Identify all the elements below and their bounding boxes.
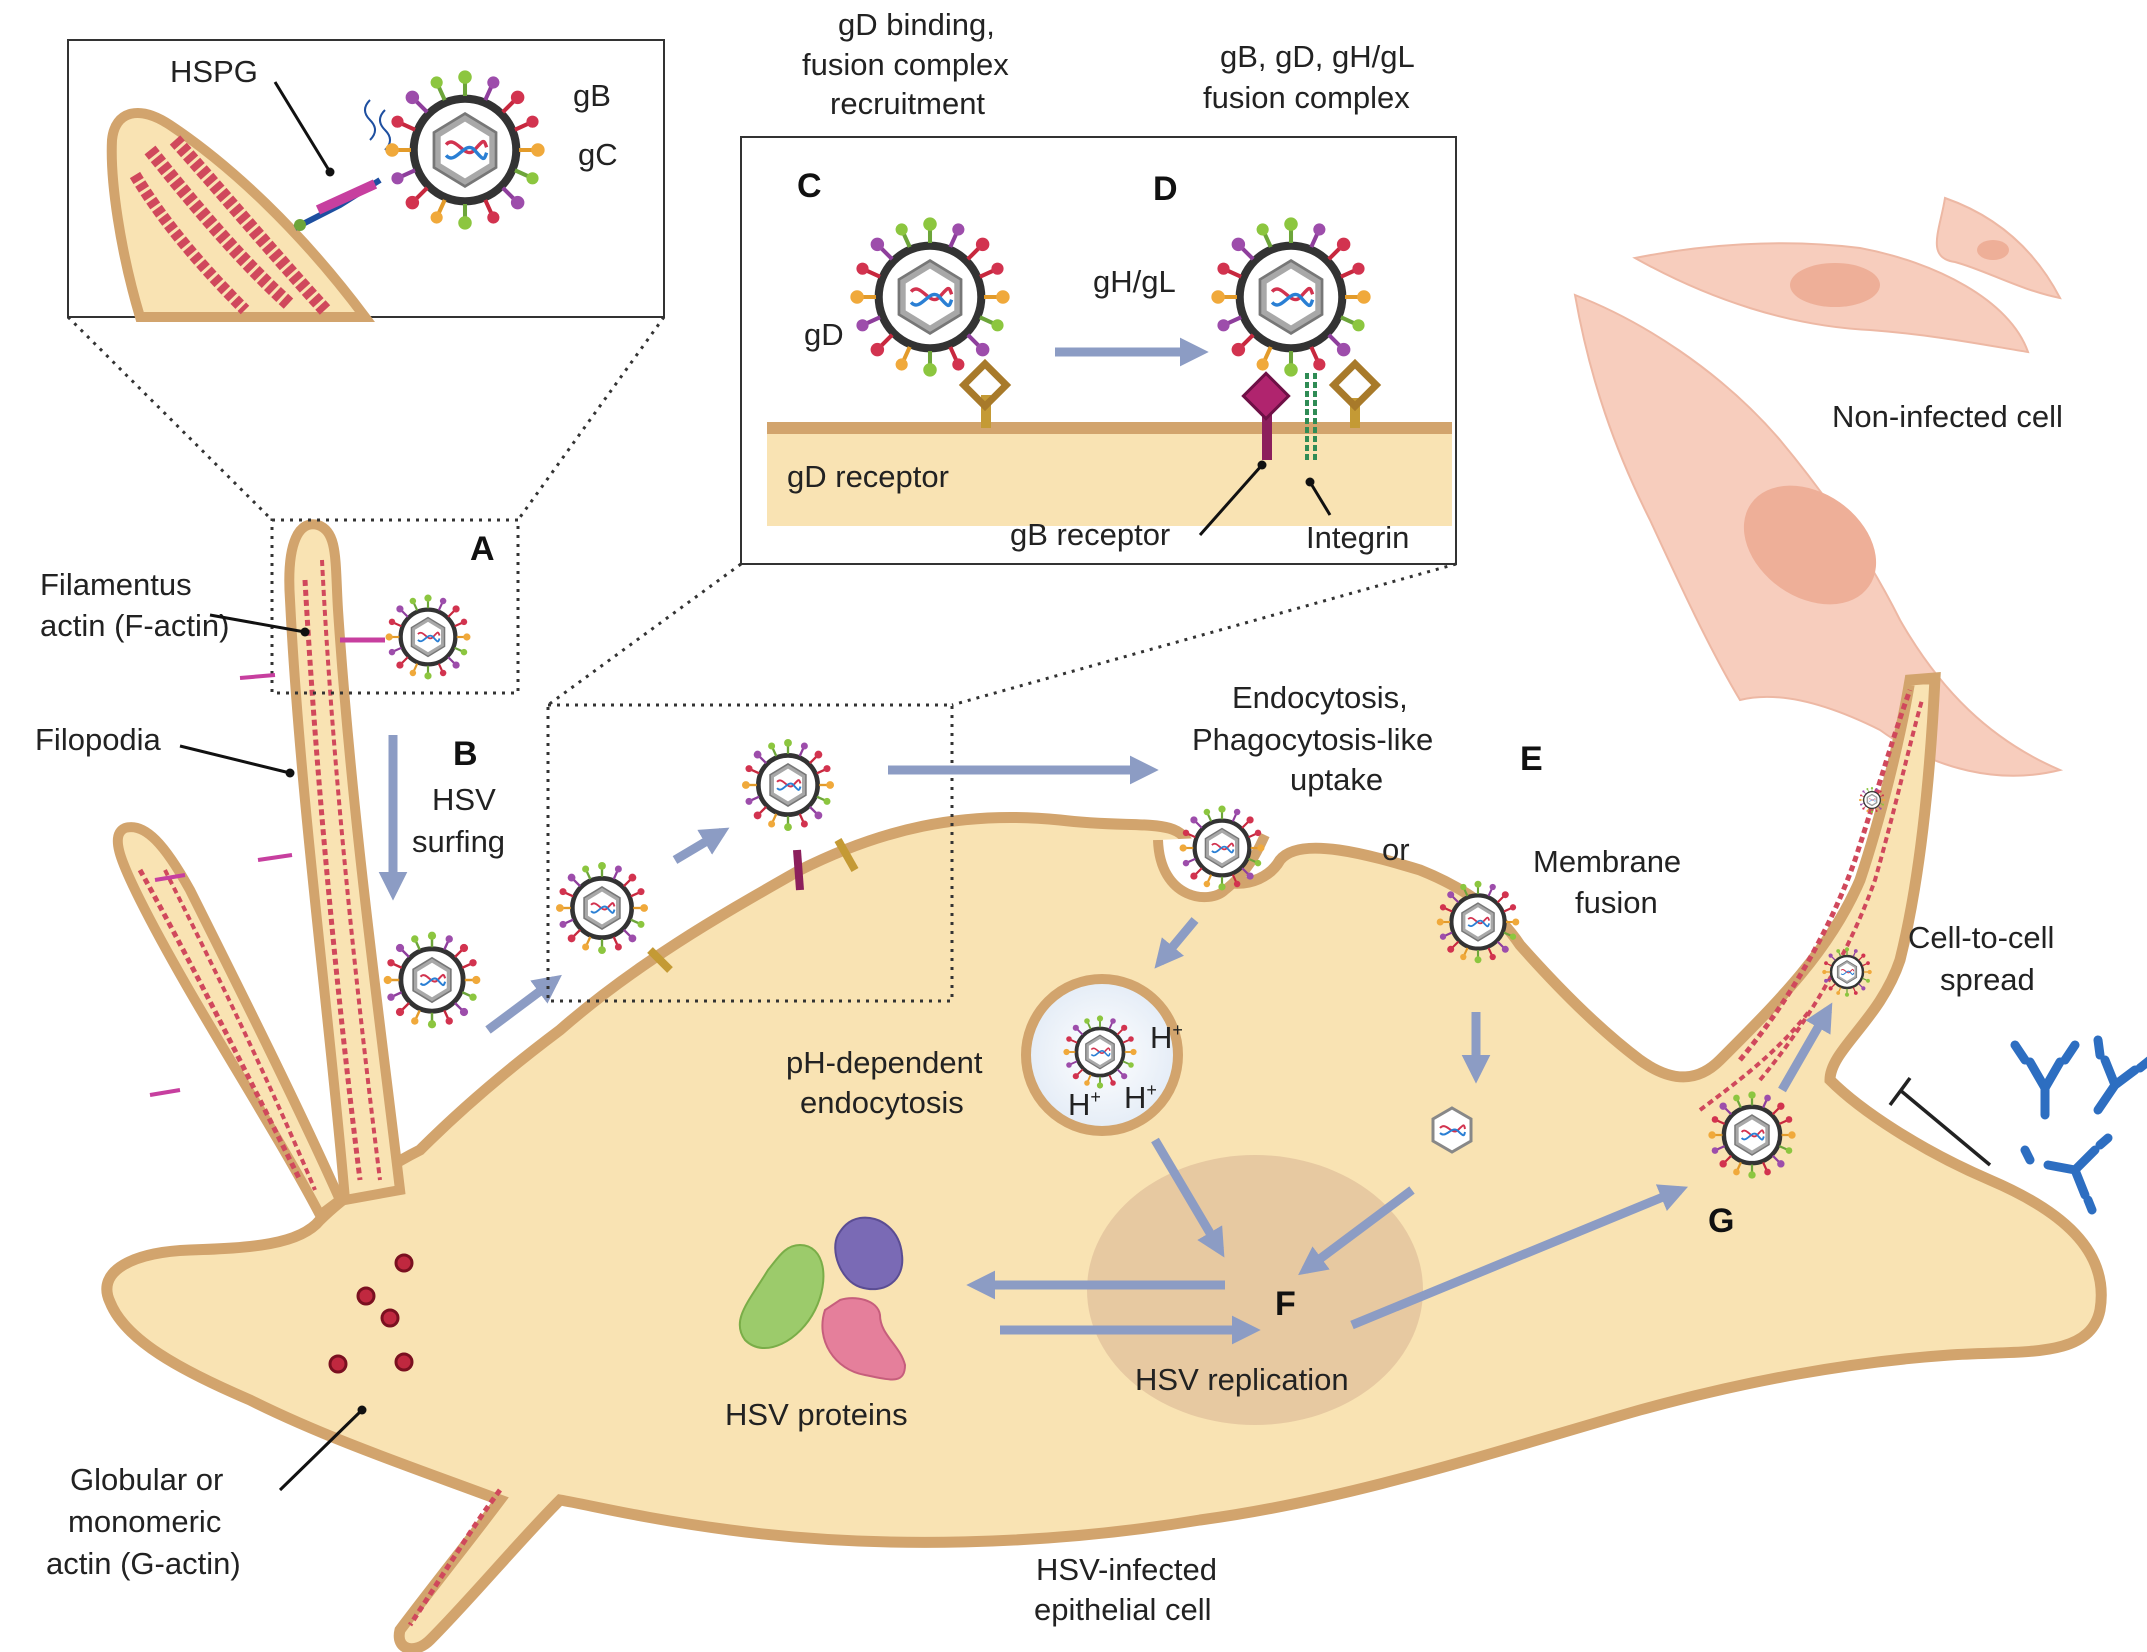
endo-label-line1: Endocytosis, (1232, 680, 1408, 715)
g-actin-monomers (328, 1253, 414, 1374)
hspg-label: HSPG (170, 54, 258, 89)
integrin-leader (1305, 477, 1332, 516)
filopodia-leader (179, 744, 295, 778)
letter-e: E (1520, 740, 1543, 778)
spread-label-line2: spread (1940, 962, 2035, 997)
gb-label: gB (573, 78, 611, 113)
factin-label-line1: Filamentus (40, 567, 192, 602)
gb-receptor-label: gB receptor (1010, 517, 1170, 552)
arrow-nucleus-to-spread (1350, 1184, 1688, 1330)
surfing-label-line1: HSV (432, 782, 496, 817)
gactin-label-line2: monomeric (68, 1504, 221, 1539)
naked-capsid (1431, 1106, 1473, 1154)
box-a (270, 518, 520, 695)
filopodia-label: Filopodia (35, 722, 162, 757)
zoom-line (516, 316, 666, 521)
gh-gl-label: gH/gL (1093, 264, 1176, 299)
integrin-label: Integrin (1306, 520, 1409, 555)
proton-3: H+ (1124, 1080, 1157, 1115)
infected-label-line1: HSV-infected (1036, 1552, 1217, 1587)
gb-receptor-leader (1198, 460, 1267, 536)
surfing-label-line2: surfing (412, 824, 505, 859)
virion-entry-2 (742, 739, 834, 831)
arrow-to-cell (485, 974, 562, 1034)
gd-receptor-entry-1 (647, 947, 673, 973)
virion-spread-small (1858, 786, 1886, 814)
arrow-entry-step (672, 827, 730, 864)
heading-d-line2: fusion complex (1203, 80, 1410, 115)
virion-g (1708, 1091, 1795, 1178)
gactin-leader (278, 1405, 367, 1492)
replication-label: HSV replication (1135, 1362, 1349, 1397)
membrane-fusion-line1: Membrane (1533, 844, 1681, 879)
filopodium-tall (284, 519, 406, 1206)
zoom-line (66, 315, 274, 522)
arrow-spread (1778, 1002, 1833, 1093)
inset-hspg (67, 39, 665, 322)
heading-c-line1: gD binding, (838, 7, 995, 42)
infected-label-line2: epithelial cell (1034, 1592, 1212, 1627)
box-entry (546, 703, 954, 1003)
heading-d-line1: gB, gD, gH/gL (1220, 39, 1415, 74)
letter-b: B (453, 735, 478, 773)
noninfected-cell-large (1632, 242, 2030, 354)
gactin-label-line1: Globular or (70, 1462, 223, 1497)
fusion-zoom-line (547, 562, 742, 707)
filopodium-right-projection (1698, 689, 1924, 1112)
ph-label-line2: endocytosis (800, 1085, 964, 1120)
virion-endocytosis (1180, 806, 1265, 891)
heading-c-line2: fusion complex (802, 47, 1009, 82)
virion-vesicle (1061, 1013, 1139, 1091)
hspg-leader (273, 81, 335, 177)
filopodium-left (112, 822, 347, 1223)
factin-label-line2: actin (F-actin) (40, 608, 229, 643)
virion-b (384, 932, 481, 1029)
letter-d: D (1153, 170, 1178, 208)
virion-a (386, 595, 471, 680)
gc-label: gC (578, 137, 618, 172)
virion-fusion (1437, 881, 1520, 964)
virion-spread (1820, 945, 1874, 999)
membrane-fusion-line2: fusion (1575, 885, 1658, 920)
fusion-zoom-line (951, 562, 1457, 707)
hsv-proteins-label: HSV proteins (725, 1397, 908, 1432)
letter-a: A (470, 530, 495, 568)
noninfected-label: Non-infected cell (1832, 399, 2063, 434)
hspg-sprigs (149, 673, 293, 1097)
arrow-to-vesicle (1154, 917, 1199, 969)
endo-label-line2: Phagocytosis-like (1192, 722, 1433, 757)
letter-f: F (1275, 1285, 1296, 1323)
letter-g: G (1708, 1202, 1734, 1240)
factin-leader (209, 613, 310, 637)
gactin-label-line3: actin (G-actin) (46, 1546, 241, 1581)
gd-receptor-label: gD receptor (787, 459, 949, 494)
inhibition-bar (1888, 1076, 1992, 1167)
infected-epithelial-cell (101, 672, 2107, 1652)
spread-label-line1: Cell-to-cell (1908, 920, 2054, 955)
gb-receptor-entry (793, 849, 804, 891)
gd-label: gD (804, 317, 844, 352)
heading-c-line3: recruitment (830, 86, 985, 121)
endo-label-line3: uptake (1290, 762, 1383, 797)
filopodium-bottom (407, 1488, 503, 1627)
or-label: or (1382, 832, 1410, 867)
proton-1: H+ (1150, 1020, 1183, 1055)
antibodies (2010, 1035, 2147, 1215)
ph-label-line1: pH-dependent (786, 1045, 983, 1080)
noninfected-cell-main (1573, 293, 2064, 777)
hsv-proteins (738, 1216, 907, 1381)
proton-2: H+ (1068, 1087, 1101, 1122)
nucleus (1087, 1155, 1423, 1425)
letter-c: C (797, 167, 822, 205)
virion-entry-1 (556, 862, 648, 954)
arrow-capsid-to-nucleus (1298, 1186, 1415, 1276)
arrow-vesicle-to-nucleus (1151, 1137, 1225, 1258)
noninfected-cell-small (1935, 196, 2062, 300)
gd-receptor-entry-2 (834, 838, 859, 872)
